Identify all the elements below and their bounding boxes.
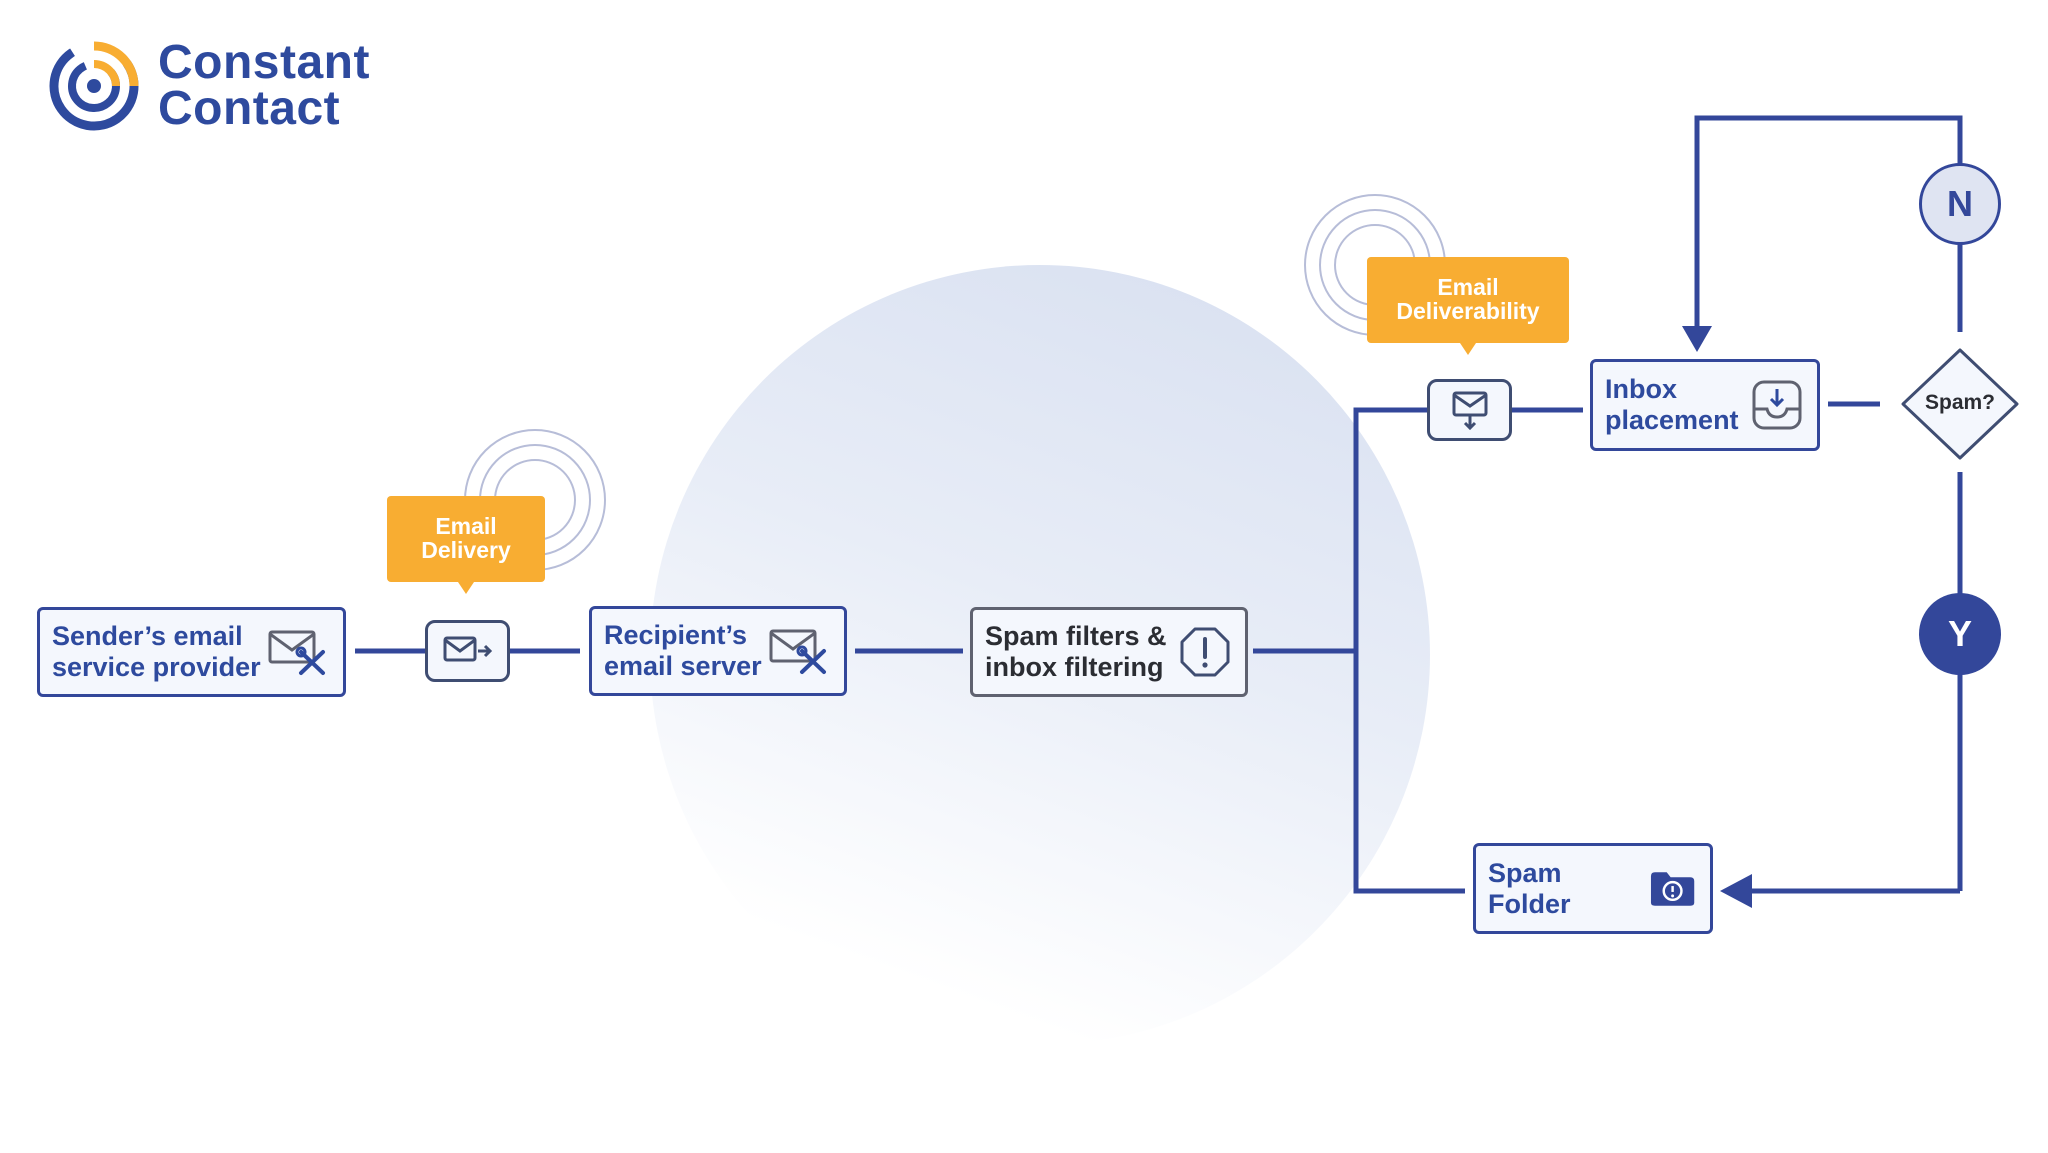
node-inbox-placement: Inbox placement bbox=[1590, 359, 1820, 451]
decision-diamond bbox=[1901, 348, 2019, 460]
connector-decision-no-loop bbox=[1694, 115, 1963, 332]
callout-email-delivery: Email Delivery bbox=[387, 496, 545, 594]
arrowhead-left-spamfolder bbox=[1720, 874, 1752, 908]
envelope-send-icon bbox=[443, 636, 492, 662]
node-sender-email-provider: Sender’s email service provider bbox=[37, 607, 346, 697]
connector-branch-vertical bbox=[1353, 407, 1465, 894]
envelope-tools-icon bbox=[769, 629, 826, 674]
node-recipient-email-server: Recipient’s email server bbox=[589, 606, 847, 696]
decision-yes-badge: Y bbox=[1919, 593, 2001, 675]
folder-alert-icon bbox=[1650, 871, 1695, 906]
node-inbox-label: Inbox placement bbox=[1605, 374, 1739, 435]
brand-name-line1: Constant bbox=[158, 36, 370, 89]
node-sender-label: Sender’s email service provider bbox=[52, 621, 261, 682]
decision-no-badge: N bbox=[1919, 163, 2001, 245]
envelope-send-node bbox=[425, 620, 510, 682]
brand-name-line2: Contact bbox=[158, 82, 341, 135]
brand-name: Constant Contact bbox=[158, 36, 370, 135]
warning-octagon-icon bbox=[1180, 627, 1230, 677]
node-spam-folder-label: Spam Folder bbox=[1488, 857, 1571, 919]
arrowhead-down-inbox bbox=[1682, 326, 1712, 352]
constant-contact-logo-icon bbox=[49, 41, 139, 131]
callout-email-deliverability: Email Deliverability bbox=[1367, 257, 1569, 355]
envelope-receive-node bbox=[1427, 379, 1512, 441]
node-spam-filters: Spam filters & inbox filtering bbox=[970, 607, 1248, 697]
brand-logo[interactable]: Constant Contact bbox=[46, 38, 370, 134]
envelope-download-icon bbox=[1452, 391, 1487, 430]
node-spam-folder: Spam Folder bbox=[1473, 843, 1713, 934]
decision-spam-label: Spam? bbox=[1924, 391, 1995, 414]
node-recipient-label: Recipient’s email server bbox=[604, 620, 762, 681]
node-spam-filters-label: Spam filters & inbox filtering bbox=[985, 621, 1167, 682]
envelope-tools-icon bbox=[268, 630, 325, 675]
inbox-tray-icon bbox=[1752, 380, 1802, 430]
